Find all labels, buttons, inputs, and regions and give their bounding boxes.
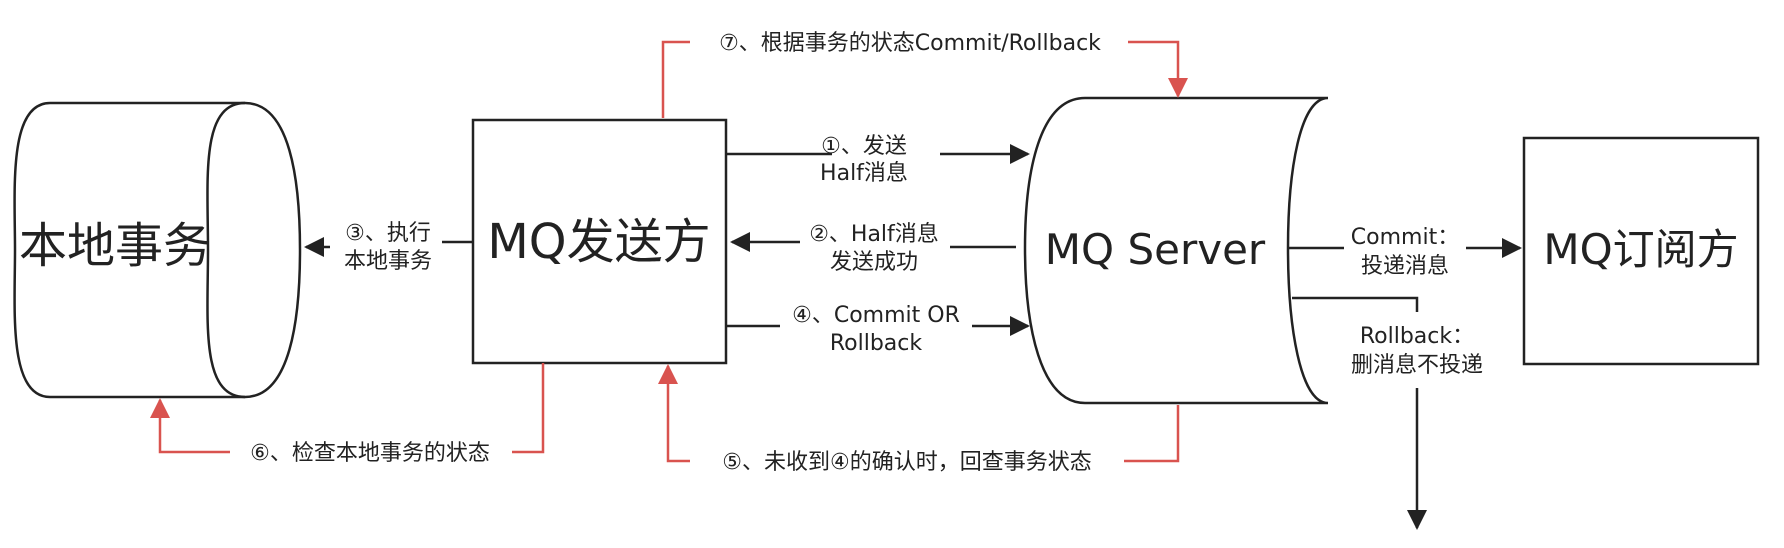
- edge-step5-label: ⑤、未收到④的确认时，回查事务状态: [722, 450, 1091, 475]
- edge-rollback: Rollback： 删消息不投递: [1292, 296, 1483, 530]
- edge-rollback-line-a: [1292, 296, 1419, 312]
- mq-subscriber-label: MQ订阅方: [1543, 225, 1738, 274]
- mq-server-shape: [1023, 96, 1329, 405]
- edge-step4-label-2: Rollback: [830, 331, 923, 356]
- edge-step4: ④、Commit OR Rollback: [726, 303, 1030, 356]
- edge-commit-label-1: Commit：: [1351, 225, 1459, 250]
- local-transaction-node: 本地事务: [13, 101, 302, 399]
- local-transaction-label: 本地事务: [19, 218, 211, 274]
- mq-sender-node: MQ发送方: [471, 118, 728, 365]
- edge-step5-line-a: [1124, 405, 1180, 463]
- edge-step6-line-a: [512, 363, 545, 454]
- edge-commit-label-2: 投递消息: [1361, 254, 1449, 279]
- mq-sender-label: MQ发送方: [487, 214, 710, 270]
- edge-step7-line-a: [661, 40, 690, 118]
- mq-server-label: MQ Server: [1045, 225, 1266, 274]
- edge-step2: ②、Half消息 发送成功: [730, 222, 1016, 275]
- edge-step1-label-2: Half消息: [820, 161, 908, 186]
- edge-step6-label: ⑥、检查本地事务的状态: [250, 441, 490, 466]
- edge-commit: Commit： 投递消息: [1288, 225, 1522, 279]
- edge-rollback-label-1: Rollback：: [1360, 324, 1474, 349]
- edge-step7-label: ⑦、根据事务的状态Commit/Rollback: [719, 31, 1101, 56]
- mq-sender-box: [471, 118, 728, 365]
- edge-step3-label-2: 本地事务: [344, 249, 432, 274]
- mq-server-node: MQ Server: [1023, 96, 1329, 405]
- edge-step4-label-1: ④、Commit OR: [792, 303, 960, 328]
- edge-step6: ⑥、检查本地事务的状态: [150, 363, 545, 466]
- mq-subscriber-node: MQ订阅方: [1522, 136, 1760, 366]
- edge-step5-line-b: [658, 364, 690, 463]
- edge-step3: ③、执行 本地事务: [304, 221, 473, 274]
- edge-step2-label-1: ②、Half消息: [809, 222, 939, 247]
- edge-step1: ①、发送 Half消息: [726, 134, 1030, 186]
- edge-rollback-label-2: 删消息不投递: [1351, 353, 1483, 378]
- edge-step5: ⑤、未收到④的确认时，回查事务状态: [658, 364, 1180, 475]
- edge-step2-label-2: 发送成功: [830, 250, 918, 275]
- mq-subscriber-box: [1522, 136, 1760, 366]
- edge-step3-label-1: ③、执行: [345, 221, 431, 246]
- edge-step7-line-b: [1128, 40, 1188, 98]
- edge-step6-line-b: [150, 398, 230, 454]
- edge-step7: ⑦、根据事务的状态Commit/Rollback: [661, 31, 1188, 118]
- edge-step1-label-1: ①、发送: [821, 134, 907, 159]
- local-transaction-cylinder-edge: [206, 101, 246, 399]
